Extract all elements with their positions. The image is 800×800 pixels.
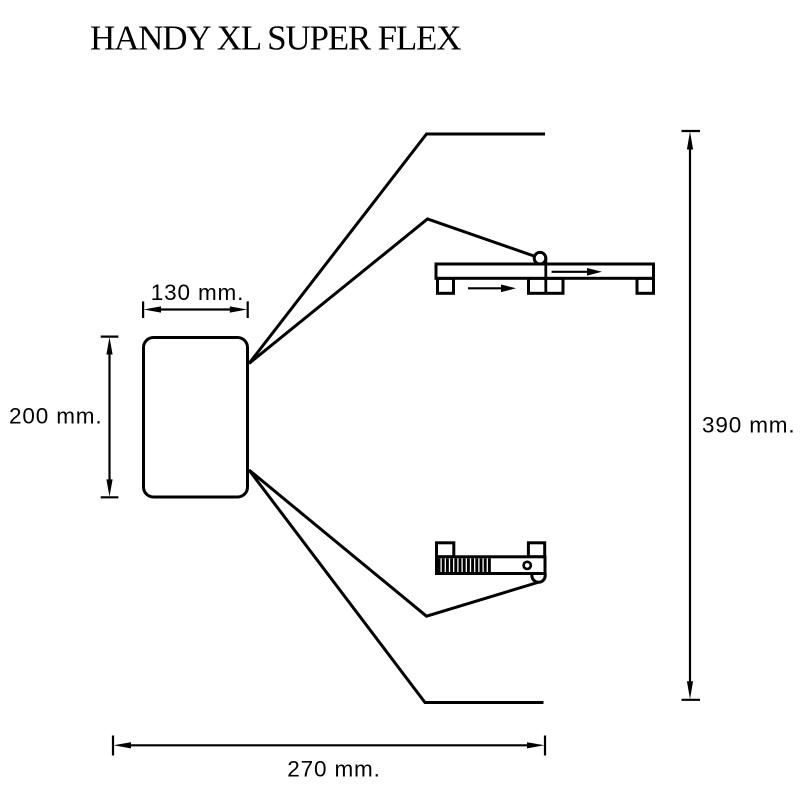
svg-text:HANDY XL SUPER FLEX: HANDY XL SUPER FLEX — [90, 19, 461, 58]
svg-text:200 mm.: 200 mm. — [9, 404, 102, 429]
svg-text:130 mm.: 130 mm. — [151, 280, 244, 305]
svg-text:390 mm.: 390 mm. — [702, 413, 795, 438]
svg-text:270 mm.: 270 mm. — [287, 757, 380, 782]
